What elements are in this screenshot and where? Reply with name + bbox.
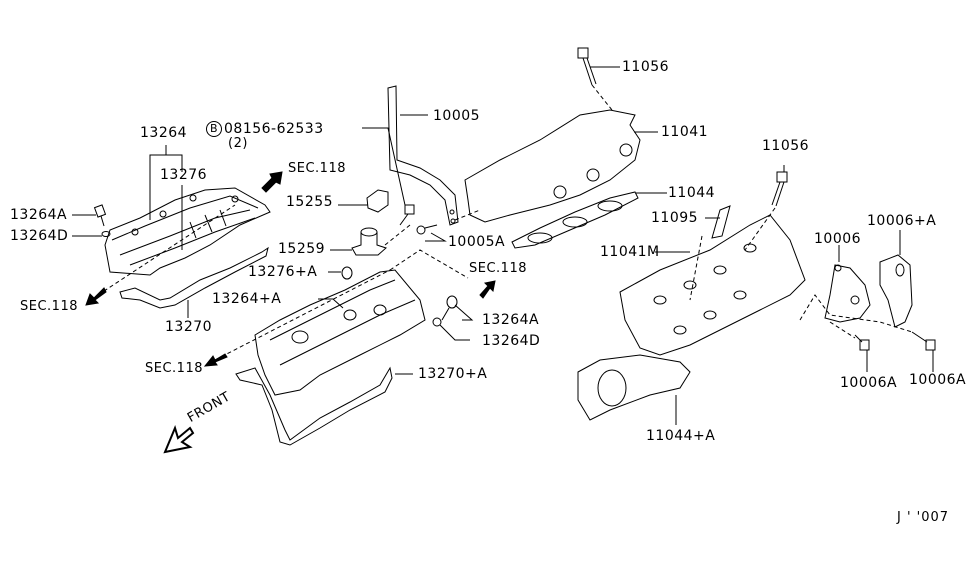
- sec-118-left[interactable]: SEC.118: [20, 299, 78, 314]
- label-10006[interactable]: 10006: [814, 231, 862, 247]
- label-13276[interactable]: 13276: [160, 167, 208, 183]
- label-13264a-left[interactable]: 13264A: [10, 207, 68, 223]
- label-11041m[interactable]: 11041M: [600, 244, 660, 260]
- label-10006a-left[interactable]: 10006A: [840, 375, 898, 391]
- cylinder-head-11041m[interactable]: [619, 214, 806, 356]
- sec-arrow-mid: [479, 280, 496, 299]
- bolt-symbol-b: B: [206, 121, 222, 137]
- rocker-cover-gasket-right[interactable]: [235, 366, 393, 446]
- label-11044a[interactable]: 11044+A: [646, 428, 716, 444]
- label-11095[interactable]: 11095: [651, 210, 699, 226]
- bracket-10005[interactable]: [387, 85, 459, 226]
- sec-118-bottom[interactable]: SEC.118: [145, 361, 203, 376]
- rocker-cover-right[interactable]: [254, 269, 426, 396]
- sec-118-mid[interactable]: SEC.118: [469, 261, 527, 276]
- rocker-cover-gasket-left[interactable]: [119, 246, 269, 309]
- bolt-11056-top[interactable]: [577, 47, 597, 86]
- label-15259[interactable]: 15259: [278, 241, 326, 257]
- cylinder-head-11041[interactable]: [464, 109, 641, 223]
- label-11056-right[interactable]: 11056: [762, 138, 810, 154]
- bolt-13264a-right[interactable]: [441, 295, 458, 321]
- rocker-cover-left[interactable]: [104, 187, 271, 276]
- label-10006-plus-a[interactable]: 10006+A: [867, 213, 937, 229]
- bolt-ref-part: 08156-62533: [224, 121, 324, 137]
- label-13264d-left[interactable]: 13264D: [10, 228, 69, 244]
- bracket-10006a[interactable]: [879, 254, 913, 328]
- bolt-08156-62533[interactable]: [399, 204, 415, 226]
- sec-arrow-left: [85, 287, 107, 306]
- mount-10006[interactable]: [824, 264, 871, 323]
- head-gasket-11044[interactable]: [511, 191, 639, 249]
- label-13264d-right[interactable]: 13264D: [482, 333, 541, 349]
- label-11044[interactable]: 11044: [668, 185, 716, 201]
- oil-filler-cap-15255[interactable]: [366, 189, 389, 213]
- label-13270a[interactable]: 13270+A: [418, 366, 488, 382]
- label-15255[interactable]: 15255: [286, 194, 334, 210]
- label-13276a[interactable]: 13276+A: [248, 264, 318, 280]
- alignment-lines: [97, 84, 913, 361]
- label-10005a[interactable]: 10005A: [448, 234, 506, 250]
- oil-filler-neck-15259[interactable]: [351, 227, 387, 256]
- washer-13264d-left[interactable]: [101, 231, 111, 237]
- label-11041[interactable]: 11041: [661, 124, 709, 140]
- label-13264a-right[interactable]: 13264A: [482, 312, 540, 328]
- bolt-11056-right[interactable]: [771, 171, 788, 207]
- label-10005[interactable]: 10005: [433, 108, 481, 124]
- diagram-code: J ' '007: [897, 510, 950, 525]
- bolt-10006a-left[interactable]: [854, 334, 870, 351]
- head-gasket-11044a[interactable]: [577, 354, 691, 421]
- sec-118-top[interactable]: SEC.118: [288, 161, 346, 176]
- sec-arrow-bottom-left: [203, 353, 228, 367]
- grommet-13276a[interactable]: [341, 266, 353, 280]
- washer-13264d-right[interactable]: [432, 317, 442, 327]
- label-10006a-right[interactable]: 10006A: [909, 372, 967, 388]
- label-13270[interactable]: 13270: [165, 319, 213, 335]
- label-13264[interactable]: 13264: [140, 125, 188, 141]
- front-direction-arrow[interactable]: [163, 425, 195, 454]
- sec-arrow-top-left: [261, 171, 283, 193]
- label-13264-plus-a[interactable]: 13264+A: [212, 291, 282, 307]
- bolt-13264a-left[interactable]: [93, 204, 107, 227]
- dowel-11095[interactable]: [711, 205, 731, 239]
- leader-lines: [72, 66, 934, 425]
- bolt-ref-qty: (2): [228, 136, 248, 151]
- bolt-10005a[interactable]: [416, 224, 438, 235]
- label-11056-top[interactable]: 11056: [622, 59, 670, 75]
- bolt-10006a-right[interactable]: [911, 331, 936, 351]
